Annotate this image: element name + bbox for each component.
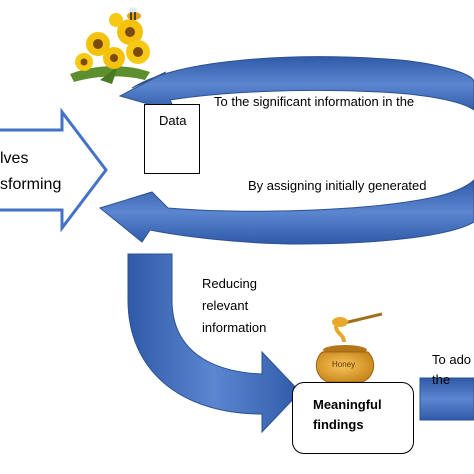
data-box-label: Data: [159, 113, 187, 128]
honey-pot-label: Honey: [332, 360, 356, 369]
reduce-label-line1: Reducing: [202, 276, 257, 291]
sunflower-illustration: [70, 7, 150, 84]
input-arrow: [0, 107, 108, 233]
bottom-cycle-label: By assigning initially generated: [248, 178, 427, 193]
right-label-line2: the: [432, 372, 451, 387]
input-arrow-label-line2: sforming: [0, 176, 62, 193]
honey-pot-illustration: [315, 312, 383, 383]
reduce-label-line3: information: [202, 320, 267, 335]
data-box: Data: [144, 104, 200, 174]
findings-box-line2: findings: [313, 417, 364, 432]
output-arrow: [419, 377, 474, 421]
top-cycle-label: To the significant information in the: [214, 94, 415, 109]
reduce-arrow: [127, 253, 301, 434]
cycle-arrow-bottom: [98, 179, 474, 245]
findings-box: Meaningful findings: [292, 382, 414, 454]
reduce-label-line2: relevant: [202, 298, 249, 313]
input-arrow-label-line1: lves: [0, 150, 29, 167]
right-label-line1: To ado: [432, 352, 472, 367]
findings-box-line1: Meaningful: [313, 397, 382, 412]
